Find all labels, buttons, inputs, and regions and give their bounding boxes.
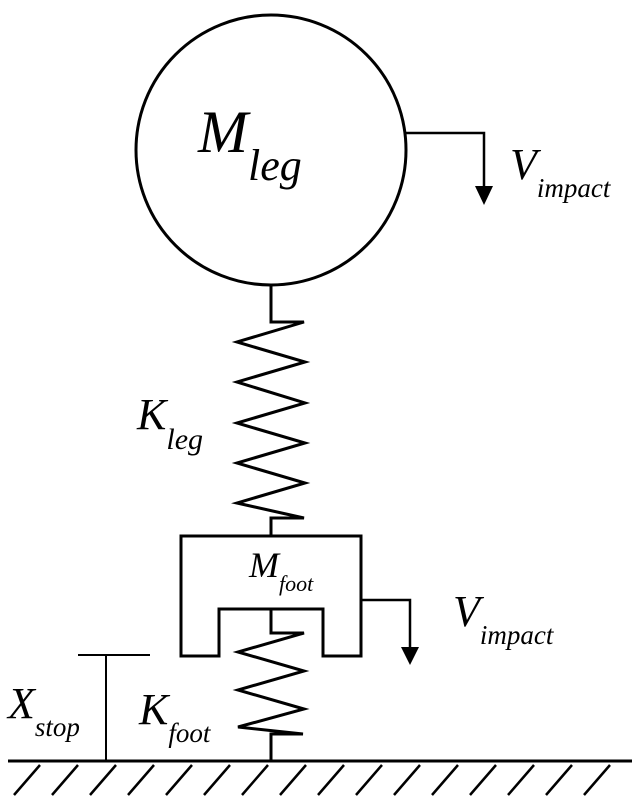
label-m-leg-sub: leg — [247, 141, 302, 190]
label-v-impact-bottom-sub: impact — [479, 620, 554, 650]
foot-spring — [232, 609, 310, 760]
label-k-foot-sub: foot — [168, 718, 211, 748]
label-v-impact-top: Vimpact — [510, 140, 610, 202]
label-x-stop-sub: stop — [34, 712, 80, 742]
label-v-impact-top-main: V — [510, 140, 537, 189]
foot-mass-body — [179, 534, 363, 658]
label-k-foot: Kfoot — [139, 685, 210, 747]
label-m-leg: Mleg — [198, 99, 302, 188]
label-v-impact-bottom: Vimpact — [453, 587, 553, 649]
label-v-impact-bottom-main: V — [453, 587, 480, 636]
label-k-leg-main: K — [137, 390, 167, 439]
top-velocity-arrowhead — [475, 186, 493, 205]
label-k-foot-main: K — [139, 685, 169, 734]
label-m-foot: Mfoot — [249, 545, 313, 595]
label-x-stop-main: X — [8, 679, 35, 728]
bottom-velocity-arrowhead — [401, 647, 419, 665]
label-x-stop: Xstop — [8, 679, 80, 741]
bottom-velocity-arrow-line — [361, 598, 412, 650]
label-k-leg: Kleg — [137, 390, 203, 455]
label-v-impact-top-sub: impact — [536, 173, 611, 203]
label-m-leg-main: M — [198, 99, 248, 165]
label-k-leg-sub: leg — [166, 423, 204, 456]
ground-hatch — [13, 764, 611, 796]
label-m-foot-main: M — [249, 545, 279, 585]
leg-spring — [231, 285, 311, 535]
top-velocity-arrow-line — [406, 131, 486, 190]
label-m-foot-sub: foot — [279, 571, 314, 596]
